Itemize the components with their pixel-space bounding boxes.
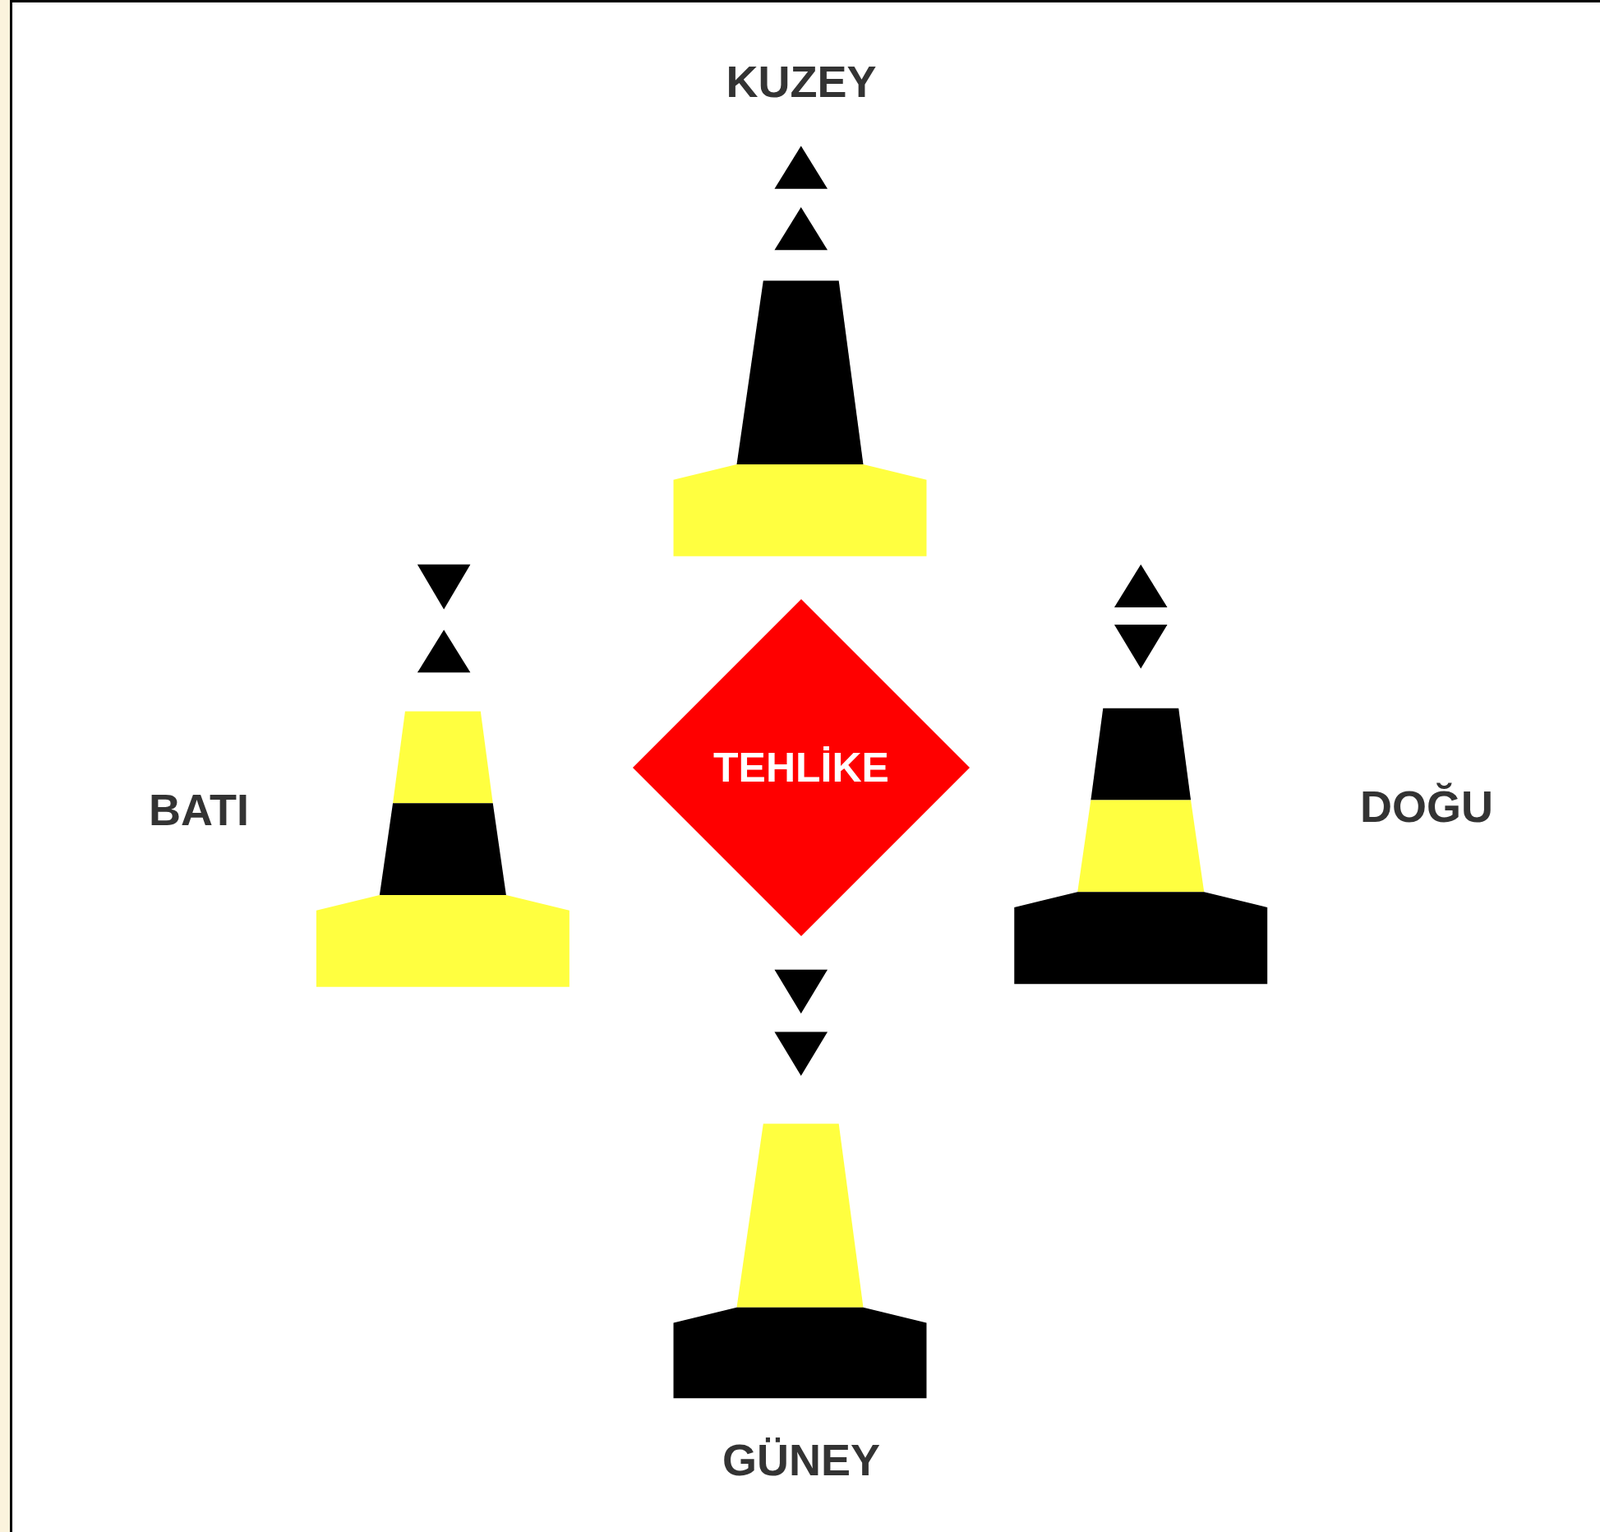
- east-buoy: [1014, 564, 1268, 984]
- hazard-diamond: TEHLİKE: [632, 599, 970, 937]
- south-buoy: [673, 969, 927, 1399]
- north-buoy: [673, 146, 927, 557]
- direction-label: BATI: [148, 783, 249, 835]
- direction-label: GÜNEY: [722, 1434, 881, 1485]
- west-buoy: [316, 564, 570, 987]
- node-text: TEHLİKE: [713, 743, 890, 792]
- direction-label: DOĞU: [1360, 780, 1494, 832]
- direction-label: KUZEY: [725, 55, 877, 107]
